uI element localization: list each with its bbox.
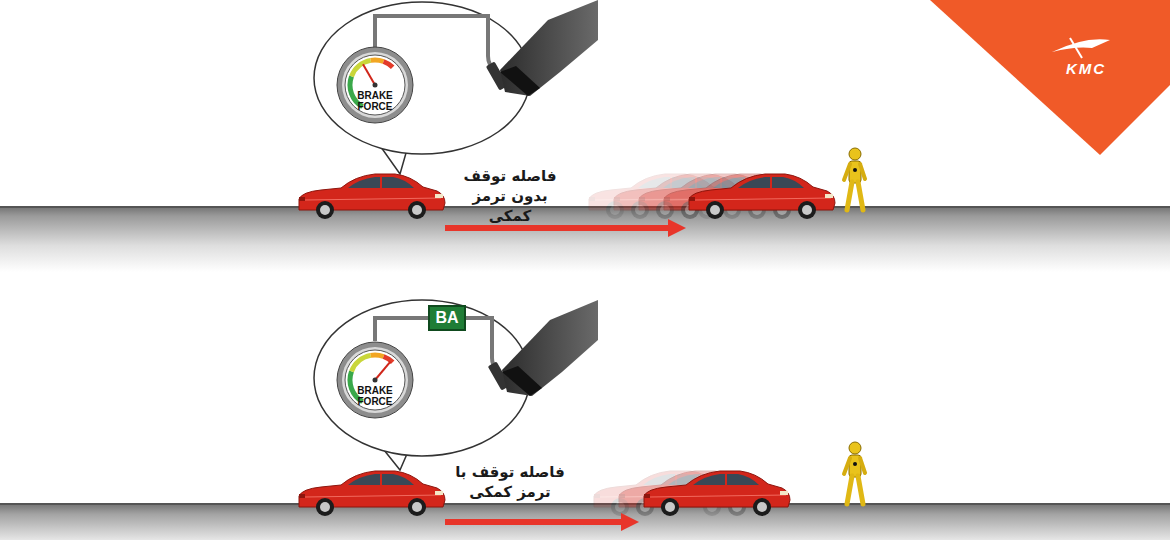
distance-label: فاصله توقف با ترمز کمکی [451, 462, 569, 502]
distance-label: فاصله توقف بدون ترمز کمکی [451, 166, 569, 226]
brake-wire-connector [375, 318, 428, 341]
box-label: BA [435, 309, 458, 327]
brake-force-gauge: BRAKE FORCE [336, 341, 414, 419]
gauge-label: BRAKE FORCE [352, 90, 398, 112]
shoe [500, 66, 540, 96]
logo-swoosh [1070, 38, 1082, 58]
arrow-head [668, 219, 686, 237]
gauge-label: BRAKE FORCE [352, 385, 398, 407]
crash-dummy [844, 148, 865, 210]
leg [500, 0, 598, 96]
logo-text: KMC [1066, 60, 1106, 77]
shoe [502, 366, 542, 396]
logo-swoosh [1052, 39, 1110, 52]
logo-corner [930, 0, 1170, 155]
car [644, 471, 790, 516]
arrow-head [621, 513, 639, 531]
speech-bubble [314, 300, 530, 470]
brake-wire [464, 318, 498, 370]
crash-dummy [844, 442, 865, 504]
gauge-text-holder: BRAKE FORCE [336, 90, 414, 114]
gauge-dial [336, 46, 414, 124]
leg [502, 300, 598, 396]
car [299, 471, 445, 516]
car [299, 174, 445, 219]
gauge-dial [336, 341, 414, 419]
brake-assist-box: BA [428, 305, 466, 331]
speech-bubble [314, 2, 530, 174]
distance-arrow [445, 519, 623, 525]
distance-arrow [445, 225, 670, 231]
road [0, 503, 1170, 540]
road-edge [0, 503, 1170, 505]
gauge-text-holder: BRAKE FORCE [336, 385, 414, 409]
road [0, 206, 1170, 272]
road-edge [0, 206, 1170, 208]
car [689, 174, 835, 219]
brake-force-gauge: BRAKE FORCE [336, 46, 414, 124]
